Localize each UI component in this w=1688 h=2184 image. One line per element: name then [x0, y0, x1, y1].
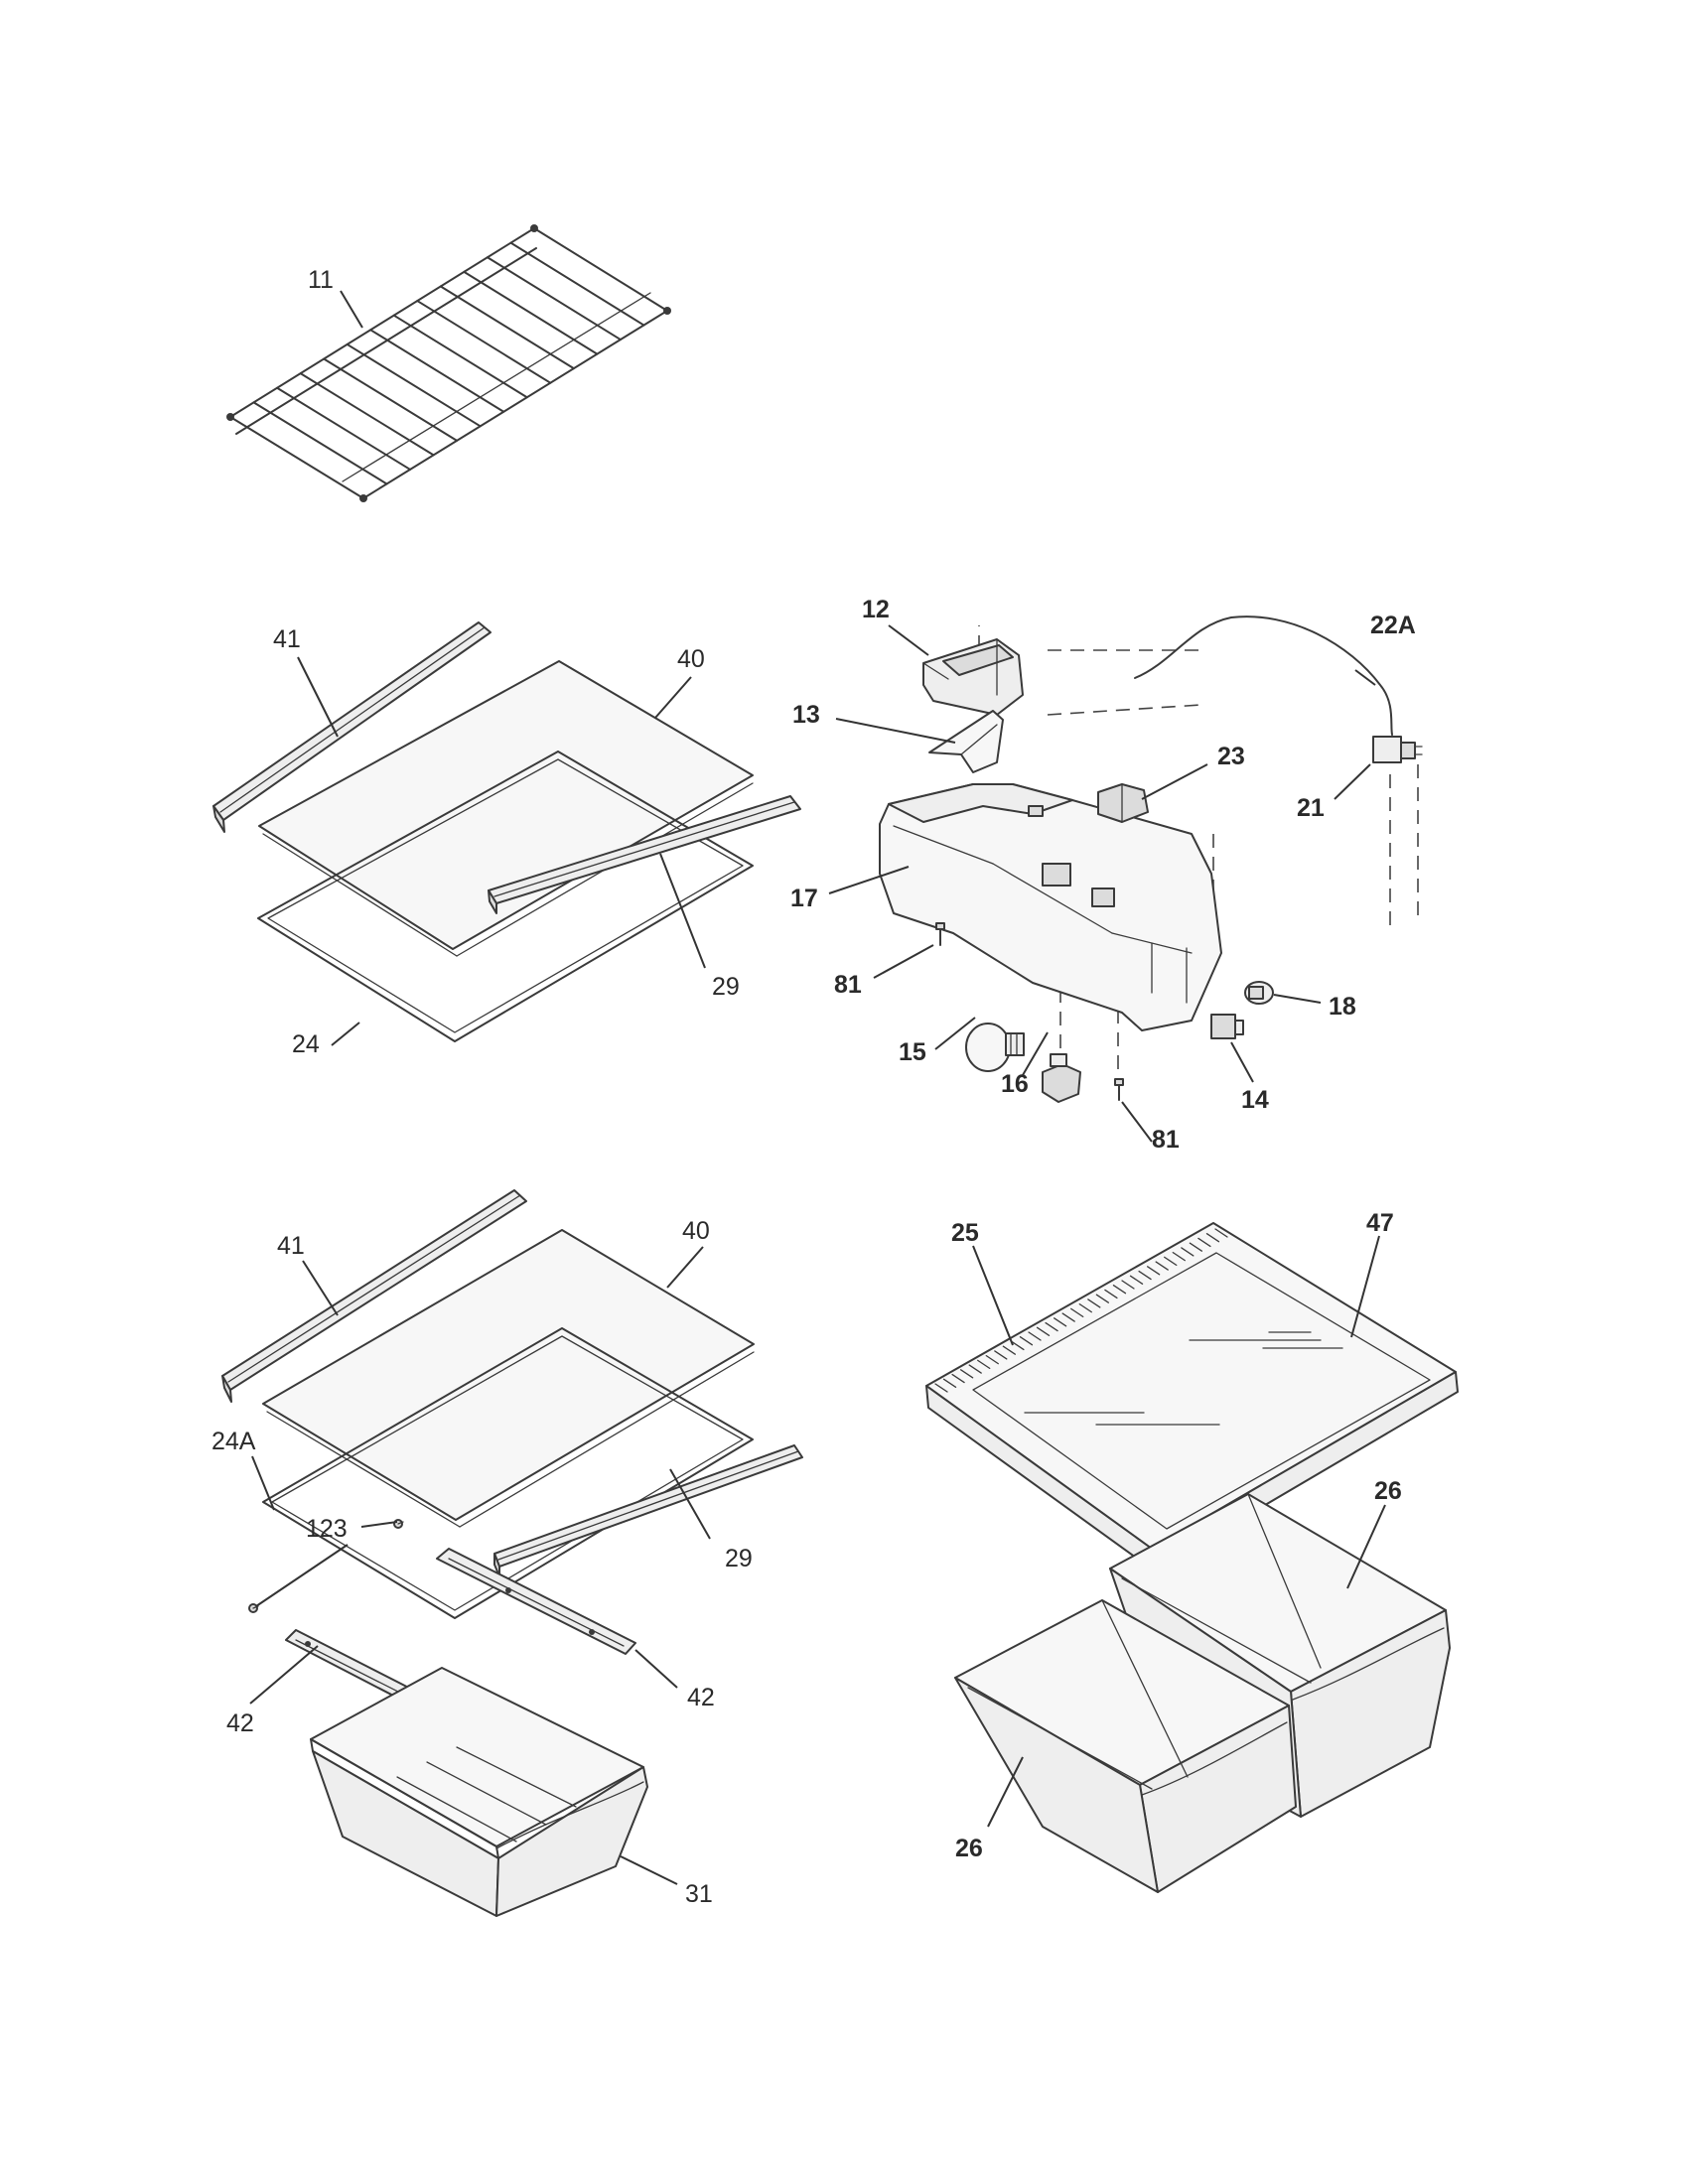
cover-vent-slot — [1121, 1280, 1135, 1290]
cover-vent-slot — [1095, 1294, 1110, 1303]
wire-rung — [276, 386, 412, 471]
cover-vent-slot — [1104, 1289, 1118, 1299]
wire-rung — [416, 300, 552, 384]
cover-vent-slot — [977, 1359, 991, 1370]
callout-25: 25 — [951, 1219, 979, 1247]
light-housing-assembly — [879, 615, 1423, 1103]
cover-vent-slot — [1205, 1233, 1220, 1243]
crisper-cover-and-drawers — [925, 1222, 1459, 1893]
cover-vent-slot — [1070, 1307, 1084, 1318]
callout-81-right: 81 — [1152, 1126, 1180, 1154]
callout-24: 24 — [292, 1030, 320, 1058]
callout-26-back: 26 — [1374, 1477, 1402, 1505]
wire-rung — [439, 285, 575, 370]
cover-vent-slot — [1078, 1302, 1092, 1313]
cover-vent-slot — [1019, 1336, 1034, 1346]
cover-vent-slot — [1002, 1345, 1017, 1355]
wire-rung — [229, 416, 364, 499]
leader-lines — [249, 290, 1386, 1885]
callout-14: 14 — [1241, 1086, 1269, 1114]
wire-rung — [323, 357, 459, 442]
callout-47: 47 — [1366, 1209, 1394, 1237]
callout-29-upper: 29 — [712, 973, 740, 1001]
cover-vent-slot — [934, 1383, 948, 1393]
cover-vent-slot — [994, 1350, 1008, 1360]
callout-41-upper: 41 — [273, 625, 301, 653]
lower-shelf-and-pan-assembly — [221, 1189, 803, 1917]
cover-vent-slot — [1146, 1266, 1161, 1276]
cover-vent-slot — [942, 1378, 957, 1388]
cover-vent-slot — [951, 1373, 965, 1384]
wire-shelf — [226, 224, 671, 502]
upper-glass-shelf-assembly — [212, 621, 801, 1042]
cover-vent-slot — [1155, 1261, 1169, 1271]
wire-rung — [299, 372, 435, 457]
callout-42-right: 42 — [687, 1684, 715, 1711]
cover-vent-slot — [968, 1364, 982, 1374]
callout-15: 15 — [899, 1038, 926, 1066]
callout-40-upper: 40 — [677, 645, 705, 673]
wire-rung — [252, 401, 388, 485]
cover-vent-slot — [1172, 1251, 1186, 1262]
cover-vent-slot — [1197, 1237, 1211, 1248]
cover-vent-slot — [1189, 1242, 1203, 1252]
callout-81-left: 81 — [834, 971, 862, 999]
cover-vent-slot — [1129, 1275, 1144, 1285]
wire-rung — [509, 241, 645, 327]
cover-vent-slot — [1214, 1228, 1228, 1238]
callout-12: 12 — [862, 596, 890, 623]
cover-vent-slot — [1011, 1340, 1025, 1351]
wire-rung — [463, 270, 599, 355]
callout-11: 11 — [308, 266, 334, 294]
callout-41-lower: 41 — [277, 1232, 305, 1260]
callout-16: 16 — [1001, 1070, 1029, 1098]
callout-123: 123 — [306, 1515, 348, 1543]
callout-17: 17 — [790, 885, 818, 912]
cover-vent-slot — [1053, 1317, 1067, 1327]
cover-vent-slot — [1087, 1298, 1101, 1308]
wire-rung — [346, 342, 482, 428]
callout-21: 21 — [1297, 794, 1325, 822]
callout-18: 18 — [1329, 993, 1356, 1021]
callout-13: 13 — [792, 701, 820, 729]
cover-vent-slot — [959, 1369, 974, 1379]
callout-24a: 24A — [211, 1428, 256, 1455]
wire-rung — [486, 256, 622, 341]
callout-labels: 11 41 40 29 24 12 22A 13 23 21 17 81 15 … — [211, 266, 1416, 1908]
cover-vent-slot — [1112, 1285, 1127, 1295]
wire-rung — [392, 314, 528, 399]
callout-31: 31 — [685, 1880, 713, 1908]
callout-22a: 22A — [1370, 612, 1416, 639]
cover-vent-slot — [1181, 1247, 1195, 1257]
cover-vent-slot — [985, 1354, 999, 1365]
callout-29-lower: 29 — [725, 1545, 753, 1572]
cover-vent-slot — [1045, 1321, 1058, 1332]
wire-rung — [369, 329, 505, 413]
cover-vent-slot — [1028, 1331, 1042, 1341]
cover-vent-slot — [1036, 1326, 1051, 1336]
cover-vent-slot — [1061, 1312, 1075, 1322]
callout-26-front: 26 — [955, 1835, 983, 1862]
wire-rung — [533, 227, 668, 312]
cover-vent-slot — [1138, 1270, 1152, 1281]
callout-40-lower: 40 — [682, 1217, 710, 1245]
callout-23: 23 — [1217, 743, 1245, 770]
callout-42-left: 42 — [226, 1709, 254, 1737]
cover-vent-slot — [1164, 1256, 1178, 1267]
